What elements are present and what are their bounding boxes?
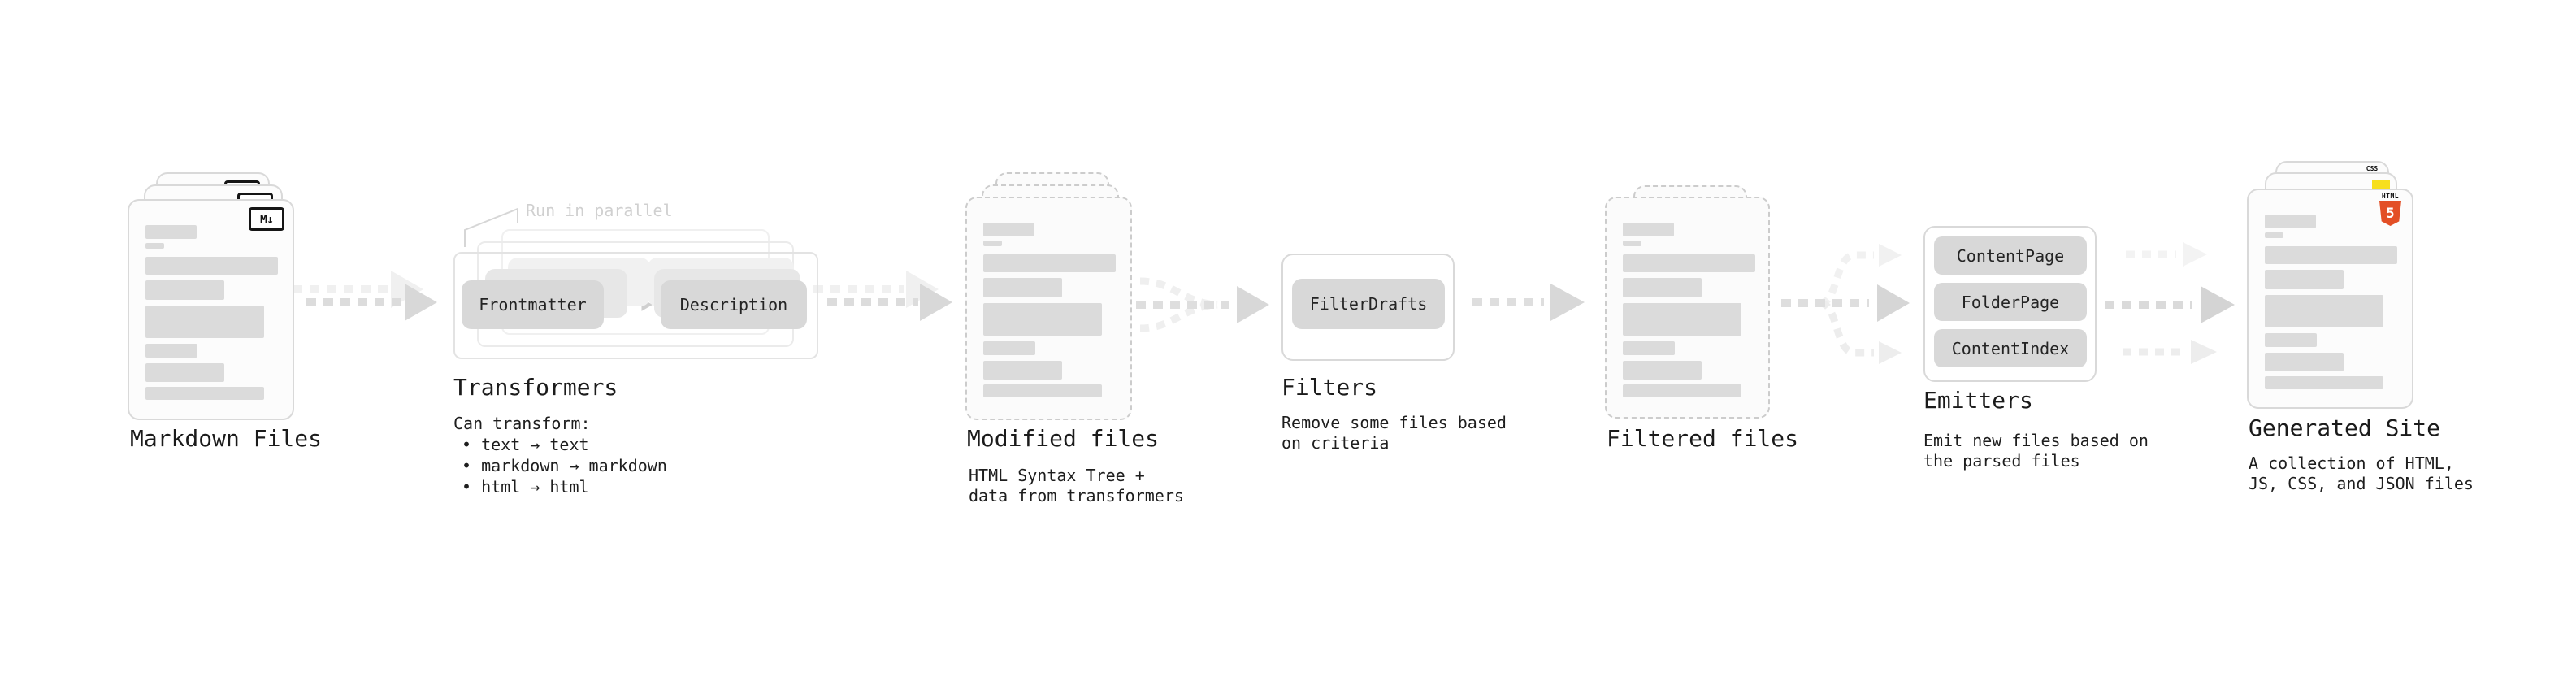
modified-doc-card-front <box>965 197 1132 420</box>
text-line-bar <box>145 280 224 300</box>
text-line-bar <box>145 363 224 382</box>
transform-bullet: • text → text <box>462 435 589 454</box>
text-line-bar <box>145 243 164 249</box>
generated-site-subtitle: A collection of HTML, JS, CSS, and JSON … <box>2249 453 2474 493</box>
can-transform-label: Can transform: <box>453 414 591 433</box>
html5-badge-shield: 5 <box>2379 201 2401 226</box>
filtered-files-section: Filtered files <box>1605 161 1865 510</box>
markdown-badge: M↓ <box>249 207 284 231</box>
text-line-bar <box>983 341 1035 355</box>
text-line-bar <box>983 254 1116 272</box>
filters-section: FilterDrafts Filters Remove some files b… <box>1281 254 1542 497</box>
contentindex-pill: ContentIndex <box>1934 329 2087 367</box>
text-line-bar <box>983 303 1102 336</box>
text-line-bar <box>2265 215 2316 228</box>
text-line-bar <box>2265 295 2383 327</box>
text-line-bar <box>2265 232 2283 238</box>
emitters-title: Emitters <box>1923 387 2033 414</box>
css-badge-label: CSS <box>2366 165 2379 172</box>
text-line-bar <box>145 257 278 275</box>
modified-files-subtitle: HTML Syntax Tree + data from transformer… <box>969 466 1184 505</box>
text-line-bar <box>2265 333 2317 347</box>
html5-badge-label: HTML <box>2381 193 2400 200</box>
text-line-bar <box>145 344 197 358</box>
text-line-bar <box>1623 241 1641 246</box>
doc-content-bars <box>2249 215 2412 389</box>
emitters-subtitle: Emit new files based on the parsed files <box>1923 431 2149 471</box>
markdown-doc-card-front: M↓ <box>128 199 294 420</box>
transformers-title: Transformers <box>453 374 618 401</box>
text-line-bar <box>1623 341 1675 355</box>
text-line-bar <box>145 306 264 338</box>
text-line-bar <box>1623 303 1741 336</box>
filters-subtitle: Remove some files based on criteria <box>1281 413 1507 453</box>
description-pill: Description <box>661 280 807 329</box>
html5-badge: HTML 5 <box>2379 193 2401 226</box>
text-line-bar <box>983 241 1002 246</box>
generated-site-section: CSS HTML 5 Generated Site A <box>2247 161 2523 510</box>
text-line-bar <box>983 223 1034 236</box>
text-line-bar <box>1623 278 1702 297</box>
doc-content-bars <box>129 225 293 400</box>
transform-bullet: • html → html <box>462 477 589 497</box>
text-line-bar <box>2265 376 2383 389</box>
generated-site-title: Generated Site <box>2249 414 2441 441</box>
filters-title: Filters <box>1281 374 1378 401</box>
generated-doc-card-front: HTML 5 <box>2247 189 2413 409</box>
doc-content-bars <box>1607 223 1768 397</box>
filtered-doc-card-front <box>1605 197 1770 419</box>
text-line-bar <box>983 361 1062 380</box>
frontmatter-pill: Frontmatter <box>462 280 604 329</box>
emitters-section: ContentPage FolderPage ContentIndex Emit… <box>1923 226 2184 502</box>
text-line-bar <box>1623 384 1741 397</box>
transform-bullet-list: • text → text • markdown → markdown • ht… <box>462 434 667 497</box>
text-line-bar <box>2265 353 2344 371</box>
transformer-container-front <box>453 252 818 359</box>
transformers-section: Run in parallel Frontmatter Description … <box>453 199 835 508</box>
text-line-bar <box>145 225 197 239</box>
filtered-files-title: Filtered files <box>1607 425 1799 452</box>
text-line-bar <box>983 384 1102 397</box>
modified-files-title: Modified files <box>967 425 1160 452</box>
folderpage-pill: FolderPage <box>1934 283 2087 321</box>
text-line-bar <box>1623 361 1702 380</box>
markdown-files-title: Markdown Files <box>130 425 323 452</box>
modified-files-section: Modified files HTML Syntax Tree + data f… <box>965 161 1225 510</box>
doc-content-bars <box>967 223 1130 397</box>
text-line-bar <box>2265 246 2397 264</box>
text-line-bar <box>1623 223 1674 236</box>
contentpage-pill: ContentPage <box>1934 236 2087 275</box>
run-in-parallel-label: Run in parallel <box>526 201 673 220</box>
filterdrafts-pill: FilterDrafts <box>1292 279 1445 329</box>
text-line-bar <box>983 278 1062 297</box>
text-line-bar <box>145 387 264 400</box>
text-line-bar <box>2265 270 2344 289</box>
text-line-bar <box>1623 254 1755 272</box>
markdown-files-section: M↓ M↓ M↓ Markdown Files <box>128 161 388 510</box>
transform-bullet: • markdown → markdown <box>462 456 667 475</box>
